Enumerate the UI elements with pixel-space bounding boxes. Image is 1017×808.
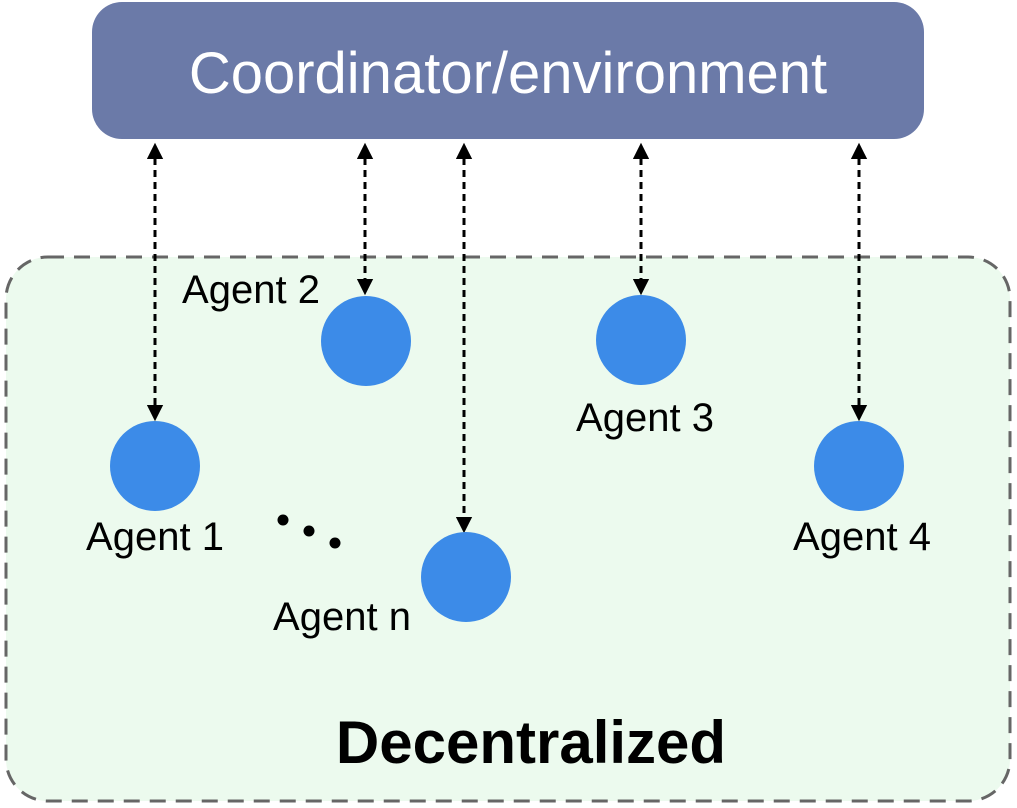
ellipsis-icon xyxy=(277,514,341,549)
agent-n-node xyxy=(421,532,511,622)
agent-4-label: Agent 4 xyxy=(793,515,931,559)
agent-2-label: Agent 2 xyxy=(182,268,320,312)
agent-2-node xyxy=(321,296,411,386)
agent-3-node xyxy=(596,295,686,385)
coordinator-box xyxy=(92,2,924,139)
coordinator-label: Coordinator/environment xyxy=(189,41,827,106)
region-label: Decentralized xyxy=(336,709,726,776)
agent-1-node xyxy=(110,421,200,511)
agent-nodes xyxy=(110,295,904,622)
agent-labels: Agent 1 Agent 2 Agent 3 Agent 4 Agent n xyxy=(86,268,931,639)
decentralized-region xyxy=(4,255,1012,803)
agent-4-node xyxy=(814,421,904,511)
agent-n-label: Agent n xyxy=(273,595,411,639)
agent-3-label: Agent 3 xyxy=(576,396,714,440)
agent-1-label: Agent 1 xyxy=(86,515,224,559)
connections xyxy=(146,142,868,534)
